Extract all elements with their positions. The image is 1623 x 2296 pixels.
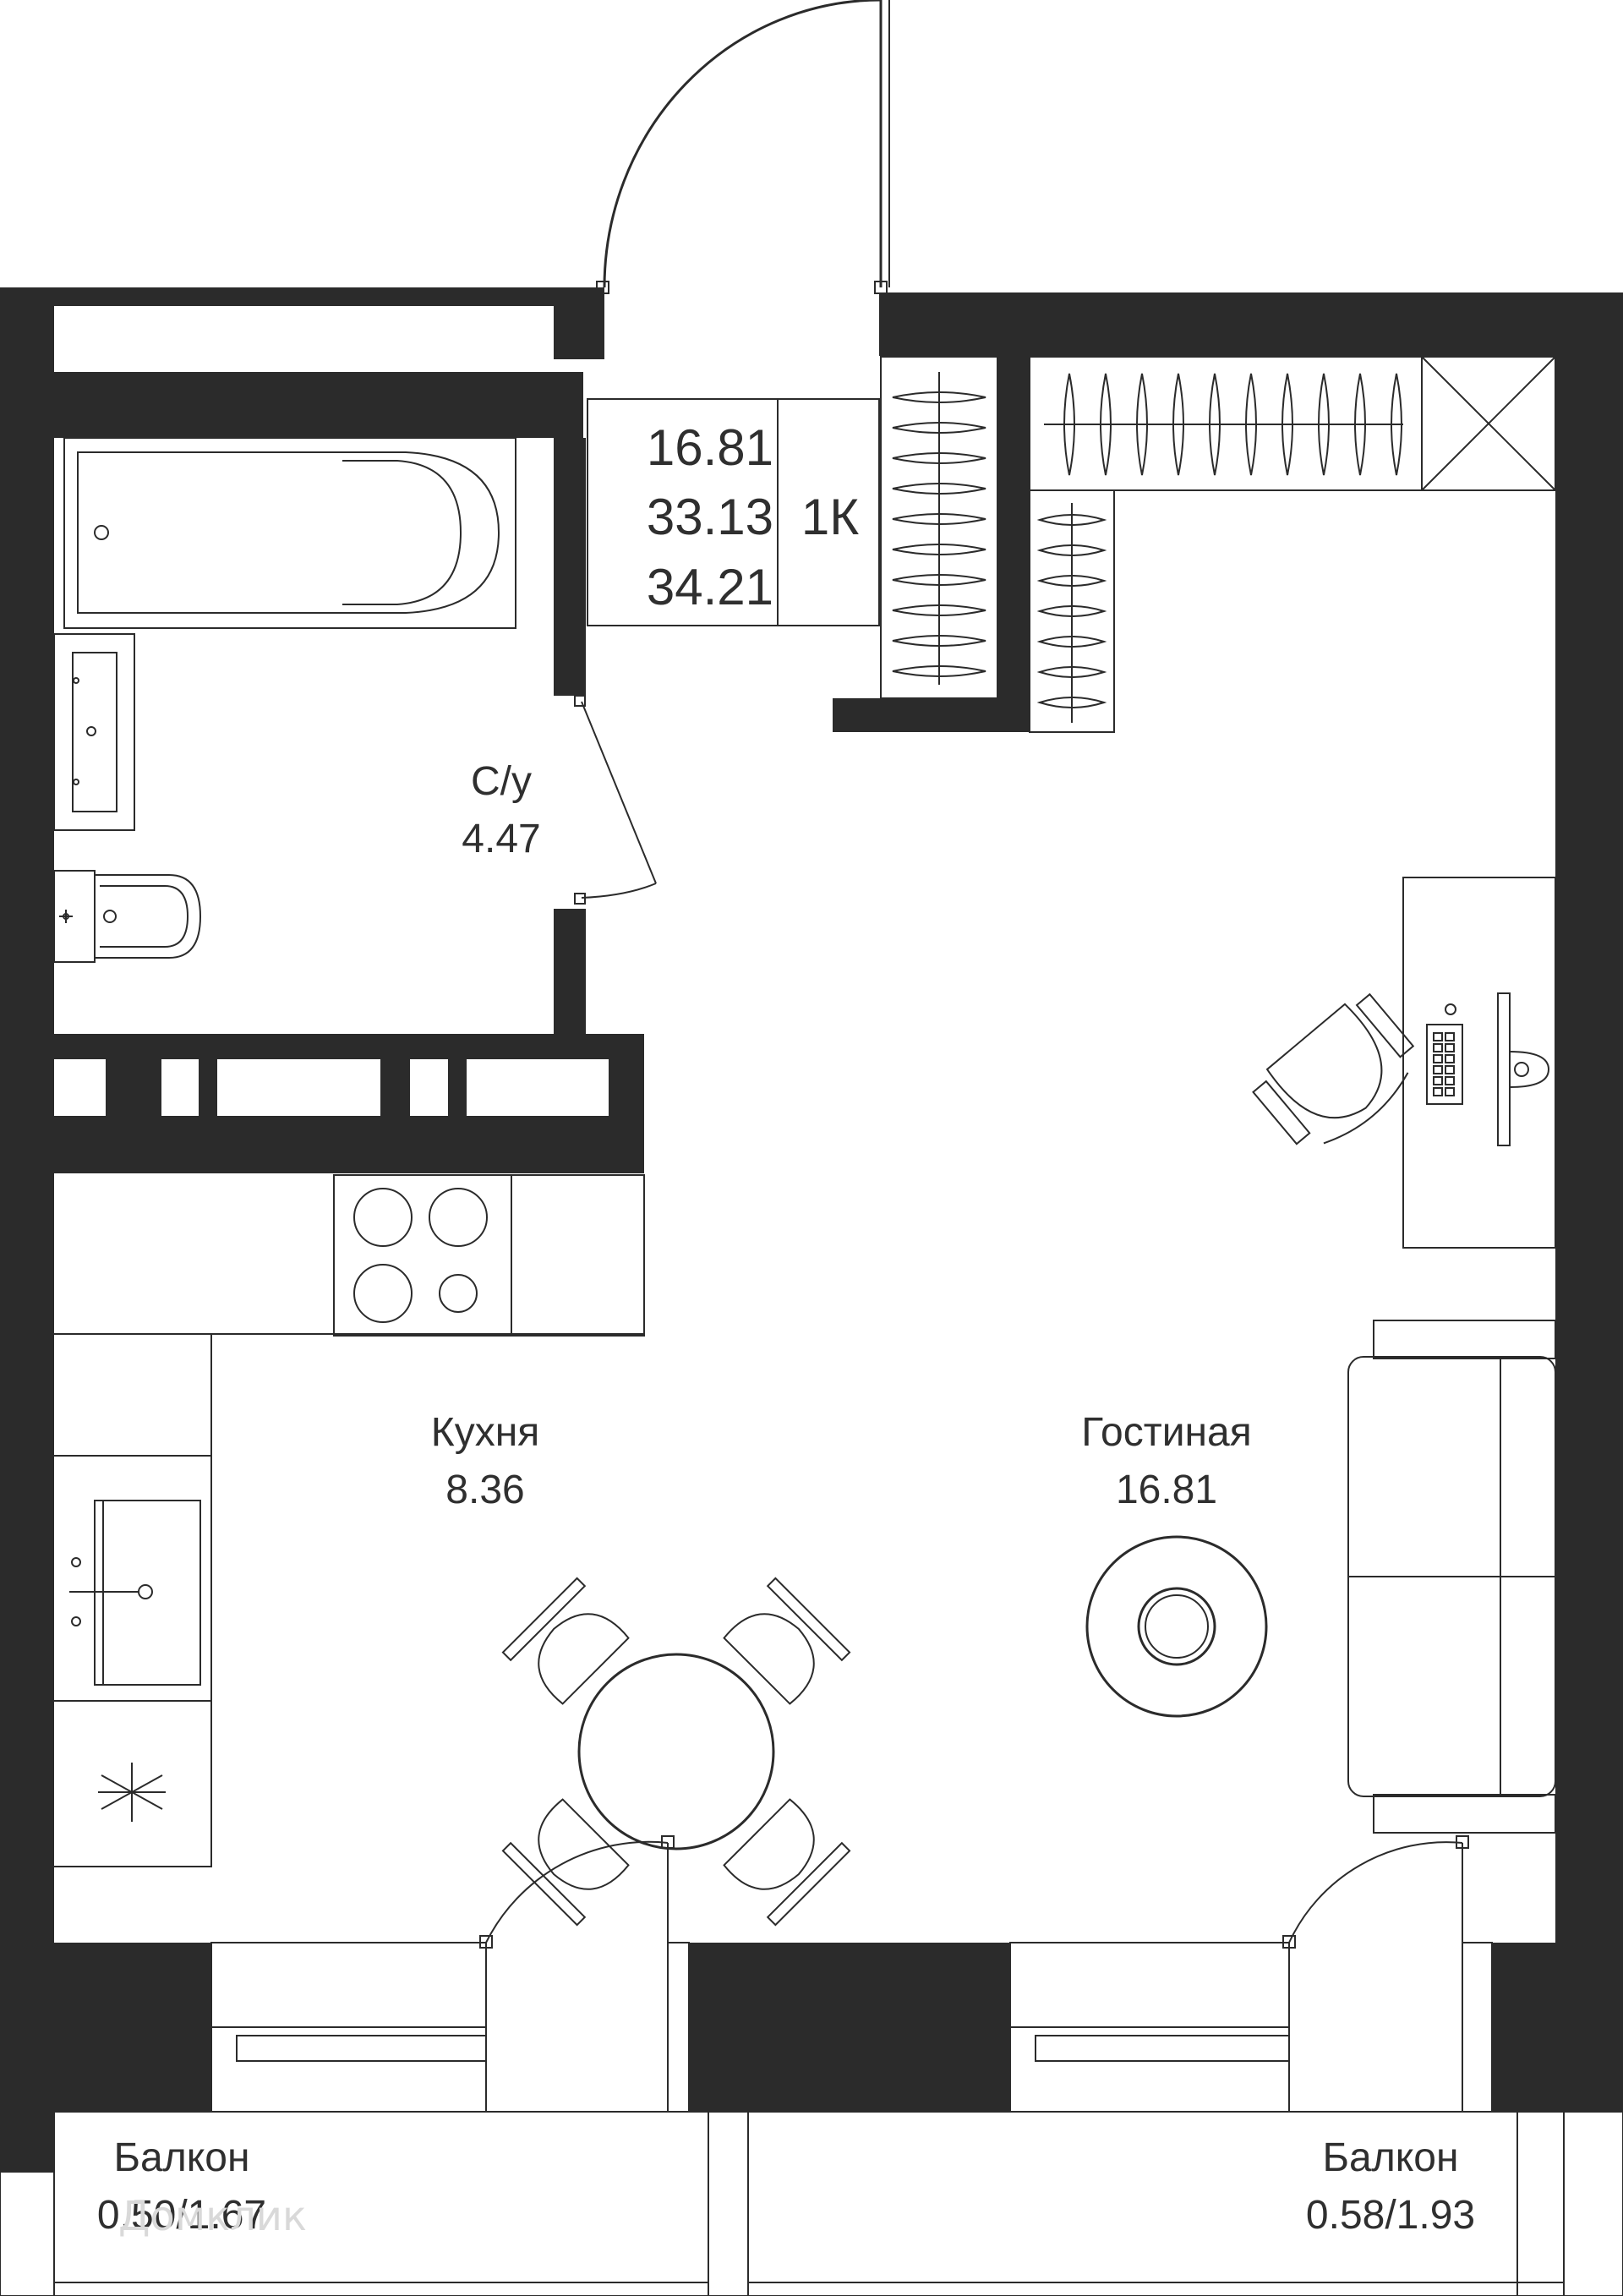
- dining-chair-sw: [501, 1798, 630, 1927]
- summary-living-area: 16.81: [647, 419, 773, 476]
- kitchen-area: 8.36: [445, 1468, 524, 1512]
- hanger-icon: [1036, 636, 1107, 648]
- hanger-icon: [892, 574, 986, 586]
- keyboard-key: [1445, 1087, 1455, 1096]
- entrance-door: [596, 0, 890, 294]
- hanger-icon: [1245, 373, 1257, 476]
- hanger-icon: [1100, 373, 1112, 476]
- hanger-icon: [1036, 514, 1107, 526]
- keyboard-key: [1433, 1043, 1443, 1052]
- bathroom-door: [574, 695, 657, 905]
- hanger-icon: [1281, 373, 1293, 476]
- balconies: [0, 2111, 1623, 2296]
- hanger-icon: [1036, 544, 1107, 556]
- apartment-type: 1К: [801, 489, 859, 545]
- hob-star-icon: [98, 1763, 166, 1822]
- hanger-icon: [1391, 373, 1402, 476]
- living-balcony-door: [1282, 1835, 1469, 2112]
- dining-table: [501, 1577, 851, 1927]
- keyboard-key: [1445, 1054, 1455, 1063]
- kitchen-counter: [54, 1175, 645, 1867]
- area-summary-box: [587, 398, 880, 626]
- kitchen-name: Кухня: [431, 1410, 539, 1455]
- bathtub: [63, 437, 516, 629]
- living-name: Гостиная: [1081, 1410, 1251, 1455]
- balcony-right-name: Балкон: [1323, 2135, 1459, 2180]
- hanger-icon: [1354, 373, 1366, 476]
- bathroom-sink: [53, 633, 135, 831]
- wardrobe-left: [880, 356, 998, 699]
- hanger-icon: [1036, 605, 1107, 617]
- wardrobe-small: [1029, 489, 1115, 733]
- hanger-icon: [1318, 373, 1330, 476]
- bathroom-area: 4.47: [462, 817, 540, 861]
- hanger-icon: [1172, 373, 1184, 476]
- summary-total-with-balconies: 34.21: [647, 559, 773, 615]
- hanger-icon: [892, 422, 986, 434]
- kitchen-balcony-door: [479, 1835, 675, 2112]
- hanger-icon: [892, 391, 986, 403]
- stove: [333, 1174, 645, 1337]
- hanger-icon: [892, 483, 986, 495]
- watermark: Домклик: [118, 2193, 307, 2240]
- hanger-icon: [892, 544, 986, 555]
- living-area: 16.81: [1116, 1468, 1217, 1512]
- walls: [0, 287, 1623, 2173]
- keyboard-key: [1433, 1054, 1443, 1063]
- hanger-icon: [1209, 373, 1221, 476]
- hanger-icon: [1036, 575, 1107, 587]
- summary-total-area: 33.13: [647, 489, 773, 545]
- bathroom-name: С/у: [471, 759, 532, 804]
- sofa: [1347, 1320, 1556, 1834]
- kitchen-sink: [69, 1500, 201, 1686]
- keyboard-key: [1433, 1076, 1443, 1085]
- hanger-icon: [1063, 373, 1075, 476]
- hanger-icon: [892, 452, 986, 464]
- hanger-icon: [1136, 373, 1148, 476]
- desk: [1402, 877, 1556, 1249]
- keyboard-key: [1433, 1032, 1443, 1041]
- keyboard-key: [1445, 1032, 1455, 1041]
- wardrobe-top: [1029, 356, 1556, 491]
- hanger-icon: [892, 513, 986, 525]
- hanger-icon: [892, 635, 986, 647]
- hanger-icon: [1036, 697, 1107, 708]
- balcony-left-area: 0.50/1.67: [97, 2193, 266, 2238]
- hanger-icon: [892, 604, 986, 616]
- keyboard-key: [1433, 1087, 1443, 1096]
- dining-chair-ne: [723, 1577, 851, 1705]
- office-chair: [1252, 992, 1415, 1145]
- coffee-table: [1085, 1535, 1268, 1718]
- balcony-right-area: 0.58/1.93: [1306, 2193, 1475, 2238]
- toilet: [53, 870, 202, 963]
- hanger-icon: [892, 665, 986, 677]
- balcony-left-name: Балкон: [114, 2135, 250, 2180]
- keyboard-key: [1433, 1065, 1443, 1074]
- keyboard-key: [1445, 1043, 1455, 1052]
- dining-chair-se: [723, 1798, 851, 1927]
- keyboard-key: [1445, 1076, 1455, 1085]
- dining-chair-nw: [501, 1577, 630, 1705]
- keyboard-key: [1445, 1065, 1455, 1074]
- hanger-icon: [1036, 666, 1107, 678]
